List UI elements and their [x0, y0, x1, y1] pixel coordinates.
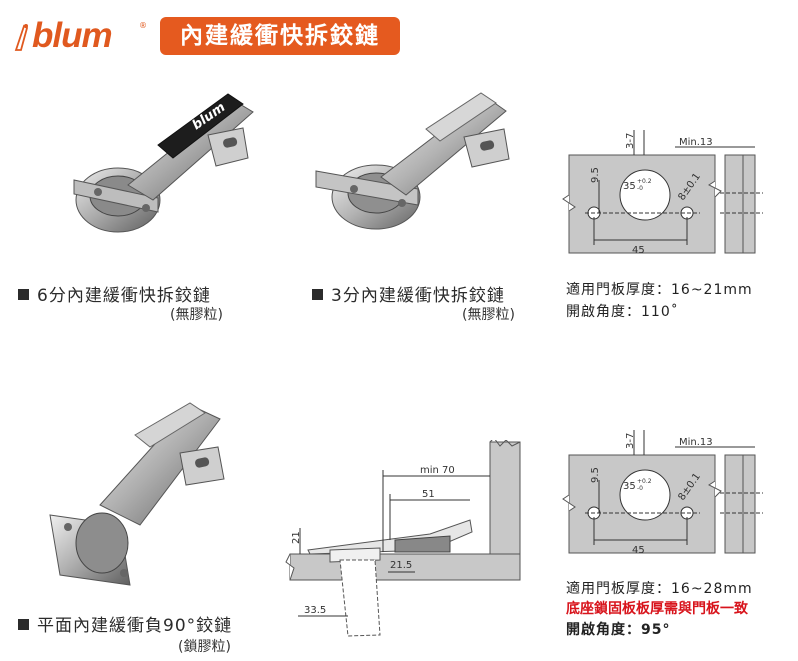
- hole-pattern-drawing-top: 45 9.5 3-7 35 +0.2 -0 8±0.1 Min.13: [562, 130, 763, 256]
- dim-35-tol-hi: +0.2: [637, 478, 652, 485]
- spec-bottom-warning: 底座鎖固板板厚需與門板一致: [566, 601, 748, 617]
- bullet-square-icon: [312, 289, 323, 300]
- dim-45: 45: [632, 545, 645, 556]
- dim-33-5: 33.5: [304, 605, 326, 616]
- brand-name: blum: [32, 16, 113, 55]
- dim-51: 51: [422, 489, 435, 500]
- dim-21: 21: [291, 531, 302, 544]
- bullet-square-icon: [18, 619, 29, 630]
- hinge-flat-image: [49, 402, 225, 586]
- dim-35: 35: [623, 481, 636, 492]
- product-subcaption-6fen: (無膠粒): [170, 307, 223, 323]
- dim-3-7: 3-7: [625, 133, 636, 149]
- dim-35: 35: [623, 181, 636, 192]
- page-title: 內建緩衝快拆鉸鏈: [160, 17, 400, 55]
- hinge-3fen-image: [315, 92, 510, 230]
- dim-min13: Min.13: [679, 437, 713, 448]
- dim-min70: min 70: [420, 465, 455, 476]
- dim-min13: Min.13: [679, 137, 713, 148]
- blum-arrow-icon: [14, 24, 29, 51]
- blum-logo: blum ®: [12, 16, 147, 56]
- hinge-6fen-image: blum: [73, 93, 254, 233]
- installation-side-drawing: min 70 51 21 21.5 33.5: [285, 440, 521, 637]
- dim-9-5: 9.5: [590, 467, 601, 483]
- product-subcaption-3fen: (無膠粒): [462, 307, 515, 323]
- dim-9-5: 9.5: [590, 167, 601, 183]
- product-caption-6fen: 6分內建緩衝快拆鉸鏈: [18, 281, 211, 306]
- spec-top-angle: 開啟角度：110˚: [566, 304, 679, 320]
- product-caption-flat: 平面內建緩衝負90°鉸鏈: [18, 611, 232, 636]
- hole-pattern-drawing-bottom: 45 9.5 3-7 35 +0.2 -0 8±0.1 Min.13: [562, 430, 763, 556]
- dim-45: 45: [632, 245, 645, 256]
- dim-35-tol-hi: +0.2: [637, 178, 652, 185]
- brand-registered-mark: ®: [139, 21, 147, 30]
- product-caption-3fen: 3分內建緩衝快拆鉸鏈: [312, 281, 505, 306]
- dim-35-tol-lo: -0: [637, 185, 643, 192]
- spec-top-thickness: 適用門板厚度：16~21mm: [566, 282, 753, 298]
- dim-3-7: 3-7: [625, 433, 636, 449]
- spec-bottom-thickness: 適用門板厚度：16~28mm: [566, 581, 753, 597]
- spec-bottom-angle: 開啟角度：95°: [566, 622, 671, 638]
- dim-21-5: 21.5: [390, 560, 412, 571]
- bullet-square-icon: [18, 289, 29, 300]
- product-subcaption-flat: (鎖膠粒): [178, 639, 231, 655]
- dim-35-tol-lo: -0: [637, 485, 643, 492]
